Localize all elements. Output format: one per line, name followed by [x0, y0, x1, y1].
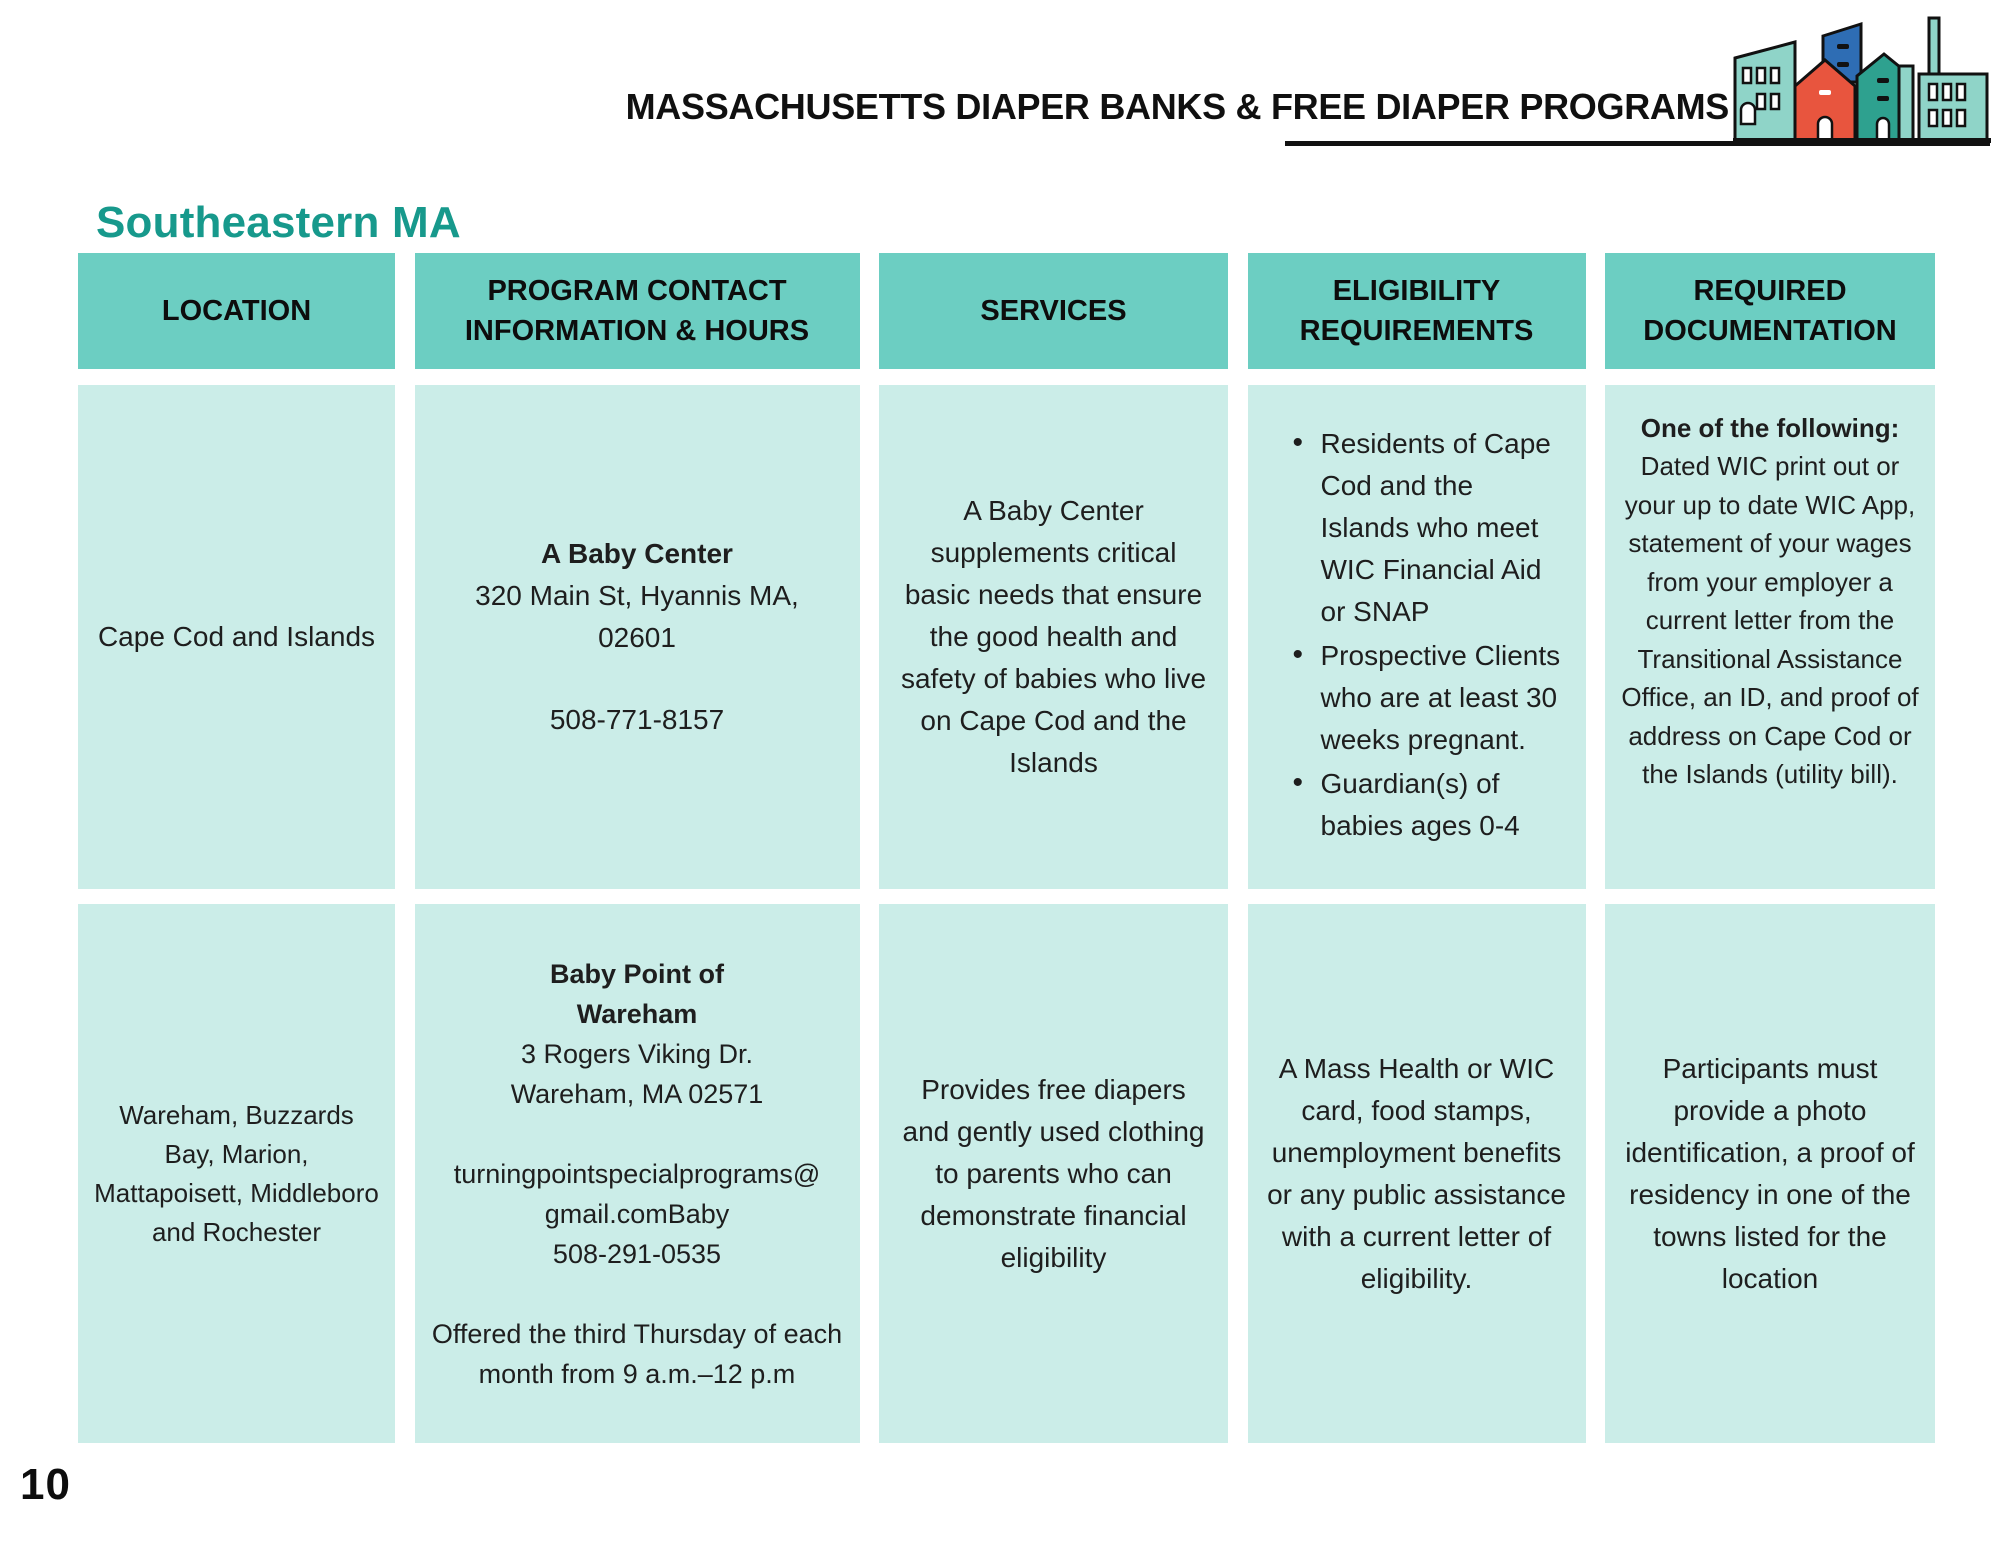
- documentation-lead: One of the following:: [1640, 412, 1900, 443]
- documentation-text: Participants must provide a photo identi…: [1625, 1052, 1915, 1294]
- phone-number: 508-771-8157: [549, 703, 725, 735]
- region-heading: Southeastern MA: [96, 198, 461, 247]
- eligibility-item: Residents of Cape Cod and the Islands wh…: [1285, 422, 1565, 633]
- page-title: MASSACHUSETTS DIAPER BANKS & FREE DIAPER…: [625, 86, 1730, 127]
- cell-location-row2: Wareham, Buzzards Bay, Marion, Mattapois…: [78, 904, 395, 1443]
- program-name: A Baby Center: [541, 537, 733, 569]
- services-text: Provides free diapers and gently used cl…: [902, 1073, 1205, 1273]
- column-header-services: SERVICES: [879, 253, 1228, 369]
- program-name: Wareham: [576, 998, 698, 1029]
- cell-documentation-row2: Participants must provide a photo identi…: [1605, 904, 1935, 1443]
- address-line: 320 Main St, Hyannis MA,: [475, 579, 799, 611]
- address-line: 3 Rogers Viking Dr.: [520, 1038, 754, 1069]
- column-header-contact: PROGRAM CONTACT INFORMATION & HOURS: [414, 253, 860, 369]
- cell-documentation-row1: One of the following: Dated WIC print ou…: [1605, 384, 1935, 889]
- address-line: Wareham, MA 02571: [510, 1078, 764, 1109]
- email-line: gmail.comBaby: [544, 1198, 730, 1229]
- cell-contact-row1: A Baby Center 320 Main St, Hyannis MA, 0…: [414, 384, 860, 889]
- services-text: A Baby Center supplements critical basic…: [900, 494, 1207, 778]
- location-text: Wareham, Buzzards Bay, Marion, Mattapois…: [94, 1099, 379, 1247]
- eligibility-list: Residents of Cape Cod and the Islands wh…: [1263, 399, 1571, 849]
- address-line: 02601: [598, 621, 676, 653]
- column-header-location: LOCATION: [78, 253, 395, 369]
- phone-number: 508-291-0535: [552, 1238, 722, 1269]
- location-text: Cape Cod and Islands: [97, 620, 376, 652]
- diaper-programs-table: LOCATION PROGRAM CONTACT INFORMATION & H…: [78, 253, 1935, 1443]
- eligibility-text: A Mass Health or WIC card, food stamps, …: [1267, 1052, 1566, 1294]
- page-number: 10: [20, 1460, 71, 1509]
- column-header-documentation: REQUIRED DOCUMENTATION: [1605, 253, 1935, 369]
- documentation-text: Dated WIC print out or your up to date W…: [1621, 451, 1919, 789]
- title-underline: [1285, 141, 1990, 146]
- cell-location-row1: Cape Cod and Islands: [78, 384, 395, 889]
- hours-note: Offered the third Thursday of each month…: [431, 1318, 843, 1389]
- cell-contact-row2: Baby Point of Wareham 3 Rogers Viking Dr…: [414, 904, 860, 1443]
- cell-eligibility-row1: Residents of Cape Cod and the Islands wh…: [1247, 384, 1586, 889]
- cell-services-row1: A Baby Center supplements critical basic…: [879, 384, 1228, 889]
- cell-services-row2: Provides free diapers and gently used cl…: [879, 904, 1228, 1443]
- eligibility-item: Guardian(s) of babies ages 0-4: [1285, 762, 1565, 847]
- eligibility-item: Prospective Clients who are at least 30 …: [1285, 634, 1565, 761]
- buildings-icon: [1733, 12, 1991, 144]
- cell-eligibility-row2: A Mass Health or WIC card, food stamps, …: [1247, 904, 1586, 1443]
- program-name: Baby Point of: [550, 958, 724, 989]
- column-header-eligibility: ELIGIBILITY REQUIREMENTS: [1247, 253, 1586, 369]
- email-line: turningpointspecialprograms@: [453, 1158, 821, 1189]
